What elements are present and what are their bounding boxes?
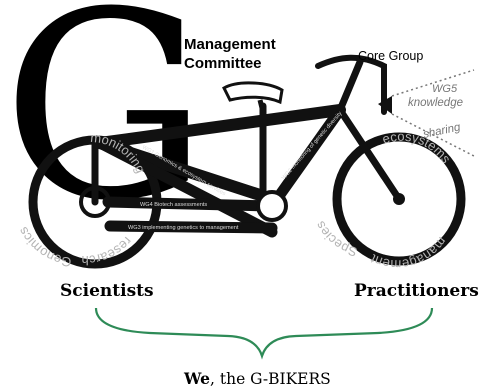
wg5-knowledge-label: knowledge — [408, 97, 463, 109]
management-label-line2: Committee — [184, 55, 262, 72]
practitioners-label: Practitioners — [354, 281, 479, 301]
wg5-sharing-label: sharing — [422, 121, 462, 141]
wheel-word-management: management — [368, 234, 450, 272]
headlight-icon — [378, 96, 392, 114]
wg5-label: WG5 — [432, 83, 458, 95]
right-wheel-tire — [332, 132, 466, 266]
frame-label-wg3: WG3 implementing genetics to management — [128, 225, 239, 231]
curly-brace — [94, 307, 434, 360]
seat-icon — [222, 81, 284, 105]
svg-text:management: management — [368, 234, 450, 272]
core-group-label: Core Group — [358, 49, 423, 63]
scientists-label: Scientists — [60, 281, 154, 301]
frame-label-wg4: WG4 Biotech assessments — [140, 202, 207, 208]
chainring — [256, 190, 288, 222]
caption: We, the G-BIKERS — [183, 369, 331, 388]
handlebar-icon — [315, 54, 387, 115]
bike-frame — [91, 58, 403, 238]
management-label-line1: Management — [184, 36, 276, 53]
caption-gbikers: , the G-BIKERS — [210, 370, 331, 388]
caption-we: We — [183, 369, 210, 388]
wg5-beam — [391, 69, 475, 157]
